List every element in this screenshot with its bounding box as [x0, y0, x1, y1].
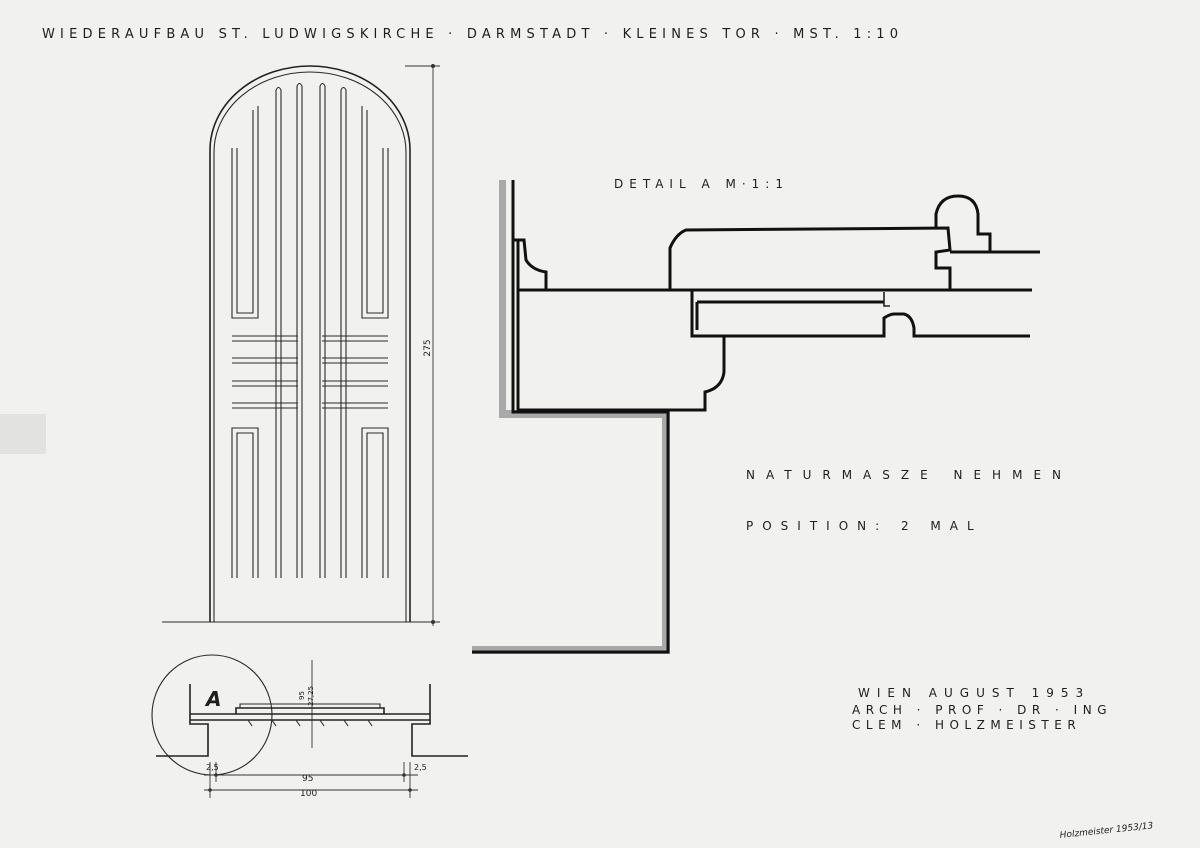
detail-a-section: DETAIL A M·1:1	[472, 177, 1040, 654]
detail-label: DETAIL A M·1:1	[614, 177, 789, 191]
archive-note: Holzmeister 1953/13	[1059, 821, 1154, 841]
wall-hatch	[472, 180, 670, 654]
tape-mark	[0, 414, 46, 454]
place-date: WIEN AUGUST 1953	[858, 686, 1090, 700]
sheet-title: WIEDERAUFBAU ST. LUDWIGSKIRCHE · DARMSTA…	[42, 27, 903, 42]
architect-title: ARCH · PROF · DR · ING	[852, 703, 1112, 717]
note-position: POSITION: 2 MAL	[746, 519, 983, 533]
plan-dim-thickness-a: 95	[298, 691, 306, 700]
plan-dim-left: 2,5	[206, 763, 219, 772]
section-marker: A	[204, 687, 221, 711]
architect-name: CLEM · HOLZMEISTER	[852, 718, 1081, 732]
note-measure: NATURMASZE NEHMEN	[746, 468, 1072, 482]
door-height-dimension: 275	[423, 339, 433, 356]
plan-dim-inner: 95	[302, 774, 313, 784]
plan-section: A 95 27,25 2,5 2,5 95 100	[151, 654, 468, 799]
door-slats	[275, 82, 347, 578]
door-elevation: 275	[162, 64, 440, 626]
plan-dim-right: 2,5	[414, 763, 427, 772]
plan-dim-total: 100	[300, 789, 317, 799]
plan-dim-thickness-b: 27,25	[307, 686, 315, 706]
